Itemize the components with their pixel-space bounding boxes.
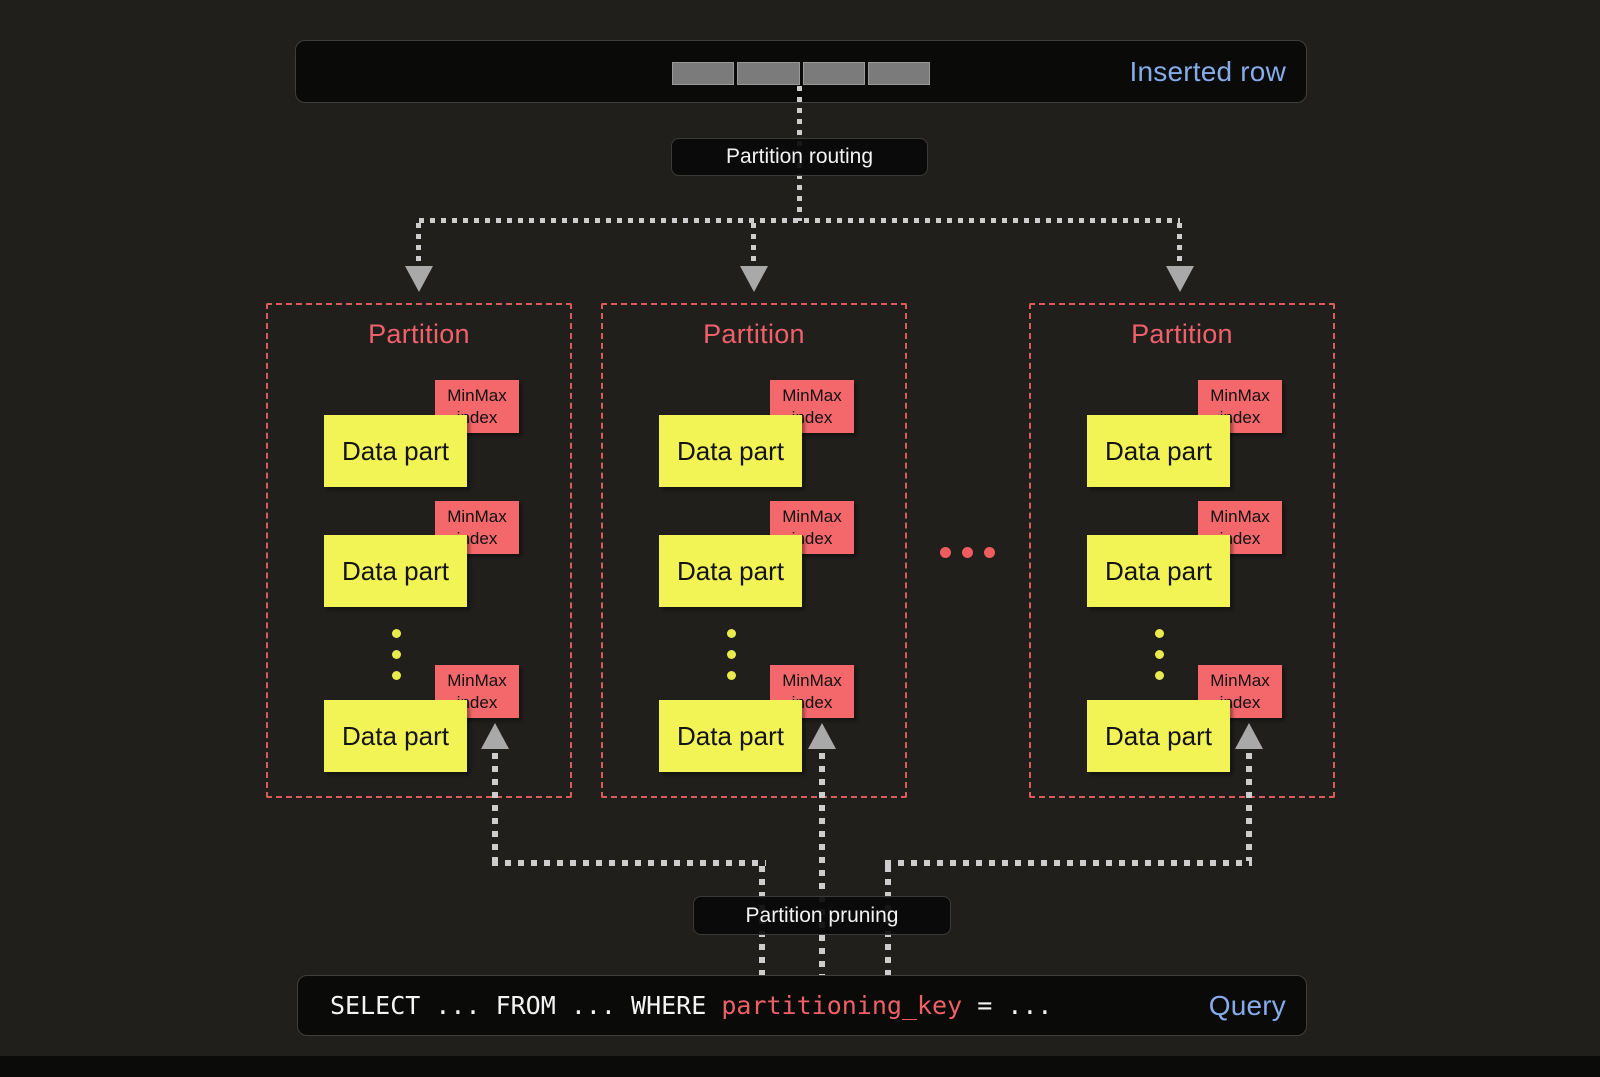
arrow-up-icon (481, 723, 509, 749)
sql-equals-clause: = ... (962, 991, 1053, 1020)
row-segment (867, 62, 930, 85)
query-panel: SELECT ... FROM ... WHERE partitioning_k… (297, 975, 1307, 1036)
more-parts-dots (268, 629, 524, 680)
partition-box-2: Partition MinMax index Data part MinMax … (601, 303, 907, 798)
arrow-up-icon (1235, 723, 1263, 749)
partition-box-3: Partition MinMax index Data part MinMax … (1029, 303, 1335, 798)
pruning-line-p2-vertical (819, 753, 825, 975)
sql-statement: SELECT ... FROM ... WHERE partitioning_k… (330, 976, 1052, 1035)
data-part-box: Data part (1087, 700, 1230, 772)
partition-title: Partition (703, 319, 805, 349)
bottom-edge-strip (0, 1056, 1600, 1077)
minmax-index-tag: MinMax index (770, 380, 854, 433)
query-label: Query (1208, 989, 1286, 1021)
pruning-elbow-right (885, 860, 1252, 866)
arrow-down-icon (1166, 266, 1194, 292)
more-parts-dots (603, 629, 859, 680)
more-partitions-ellipsis (940, 547, 995, 558)
pruning-line-p1-vertical (492, 753, 498, 861)
routing-branch-line-1 (416, 223, 421, 267)
partition-title: Partition (368, 319, 470, 349)
data-part-box: Data part (324, 700, 467, 772)
partition-routing-label: Partition routing (671, 138, 928, 176)
inserted-row-segments (672, 62, 930, 85)
data-part-box: Data part (659, 535, 802, 607)
inserted-row-label: Inserted row (1129, 55, 1286, 87)
data-part-box: Data part (324, 415, 467, 487)
arrow-up-icon (808, 723, 836, 749)
arrow-down-icon (740, 266, 768, 292)
arrow-down-icon (405, 266, 433, 292)
pruning-line-p3-vertical (1246, 753, 1252, 861)
more-parts-dots (1031, 629, 1287, 680)
routing-fanout-line (419, 218, 1180, 223)
routing-branch-line-2 (751, 223, 756, 267)
data-part-box: Data part (659, 415, 802, 487)
routing-branch-line-3 (1177, 223, 1182, 267)
row-segment (672, 62, 735, 85)
row-segment (737, 62, 800, 85)
data-part-box: Data part (324, 535, 467, 607)
data-part-box: Data part (1087, 415, 1230, 487)
row-segment (802, 62, 865, 85)
sql-partitioning-key: partitioning_key (721, 991, 963, 1020)
partition-box-1: Partition MinMax index Data part MinMax … (266, 303, 572, 798)
partition-title: Partition (1131, 319, 1233, 349)
sql-select-clause: SELECT ... FROM ... WHERE (330, 991, 722, 1020)
data-part-box: Data part (1087, 535, 1230, 607)
data-part-box: Data part (659, 700, 802, 772)
partition-pruning-label: Partition pruning (693, 896, 951, 935)
pruning-elbow-left (492, 860, 766, 866)
